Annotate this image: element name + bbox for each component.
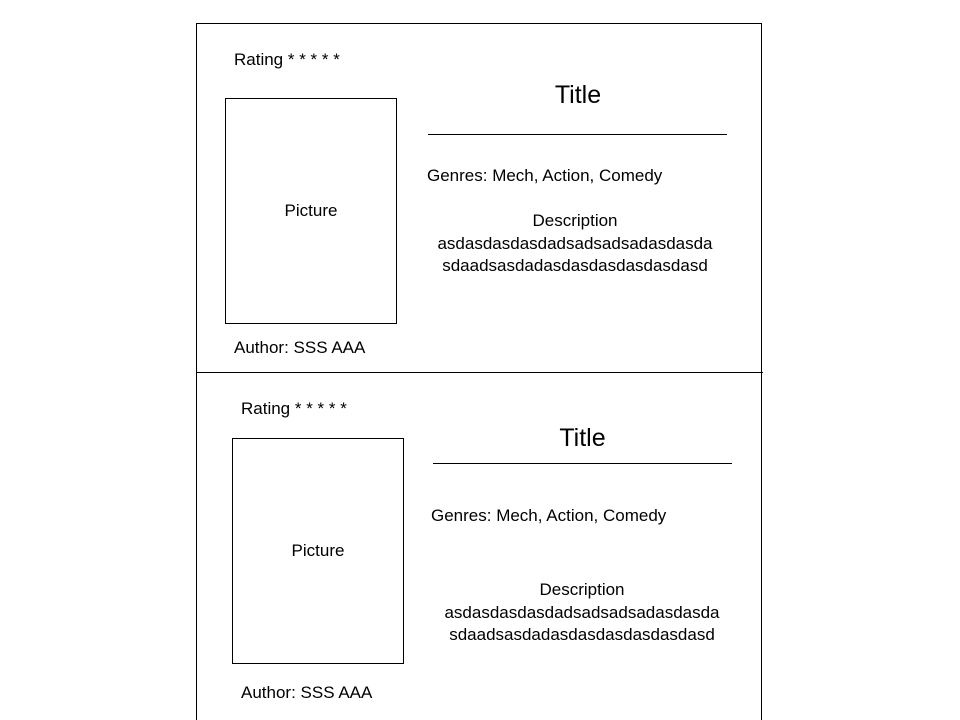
title-divider xyxy=(433,463,732,464)
author-label: Author: SSS AAA xyxy=(241,683,373,702)
picture-label: Picture xyxy=(284,201,338,220)
description-block: Description asdasdasdasdadsadsadsadasdas… xyxy=(424,210,726,278)
rating-label: Rating * * * * * xyxy=(234,50,340,69)
description-line: sdaadsasdadasdasdasdasdasdasd xyxy=(449,625,715,644)
book-card[interactable]: Rating * * * * * Picture Author: SSS AAA… xyxy=(197,24,763,372)
author-label: Author: SSS AAA xyxy=(234,338,366,357)
cover-picture: Picture xyxy=(232,438,404,664)
picture-label: Picture xyxy=(291,541,345,560)
description-block: Description asdasdasdasdadsadsadsadasdas… xyxy=(431,579,733,647)
description-line: sdaadsasdadasdasdasdasdasdasd xyxy=(442,256,708,275)
genres-label: Genres: Mech, Action, Comedy xyxy=(427,166,663,185)
card-title: Title xyxy=(559,424,606,452)
genres-label: Genres: Mech, Action, Comedy xyxy=(431,506,667,525)
cover-picture: Picture xyxy=(225,98,397,324)
description-heading: Description xyxy=(539,580,625,599)
card-title: Title xyxy=(554,81,602,109)
title-divider xyxy=(428,134,727,135)
card-list: Rating * * * * * Picture Author: SSS AAA… xyxy=(196,23,763,720)
rating-label: Rating * * * * * xyxy=(241,399,347,418)
book-card[interactable]: Rating * * * * * Picture Author: SSS AAA… xyxy=(197,372,763,720)
description-heading: Description xyxy=(532,211,618,230)
description-line: asdasdasdasdadsadsadsadasdasda xyxy=(444,602,720,622)
description-line: asdasdasdasdadsadsadsadasdasda xyxy=(437,233,713,253)
